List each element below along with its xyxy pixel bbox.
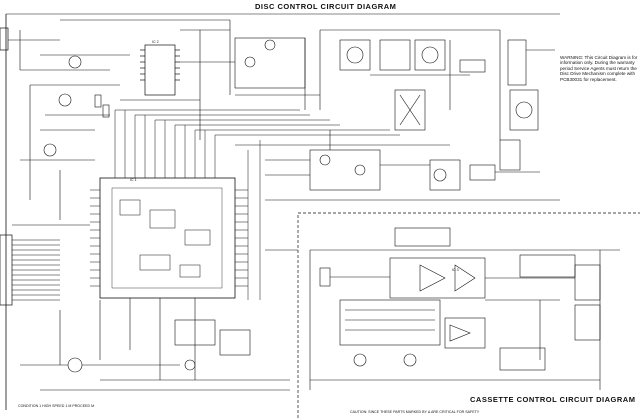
bottom-condition-note: CONDITION 1 HIGH SPEED 1 M PROCEED M xyxy=(18,404,95,408)
disc-servo-circuit xyxy=(265,130,560,251)
right-top-connectors xyxy=(499,39,555,171)
top-wiring xyxy=(60,19,235,140)
ic1-inner-blocks xyxy=(119,199,211,278)
ic2-chip xyxy=(140,44,180,96)
top-center-circuit xyxy=(234,29,501,140)
left-connector-pins xyxy=(12,239,60,301)
cassette-circuit xyxy=(309,227,620,390)
ic-label: IC 1 xyxy=(130,178,137,182)
bottom-left-circuit xyxy=(20,298,290,391)
safety-caution-note: CAUTION: SINCE THESE PARTS MARKED BY Δ A… xyxy=(350,410,480,414)
ic1-bus-wiring xyxy=(114,109,450,300)
ic1-chip xyxy=(99,177,236,299)
cassette-circuit-title: CASSETTE CONTROL CIRCUIT DIAGRAM xyxy=(470,395,636,404)
warning-note: WARNING: This Circuit Diagram is for inf… xyxy=(560,55,638,82)
disc-circuit-title: DISC CONTROL CIRCUIT DIAGRAM xyxy=(255,2,397,11)
section-divider xyxy=(297,212,640,418)
ic-label: IC 2 xyxy=(152,40,159,44)
ic1-pins xyxy=(90,189,248,287)
top-left-circuit xyxy=(8,30,130,226)
